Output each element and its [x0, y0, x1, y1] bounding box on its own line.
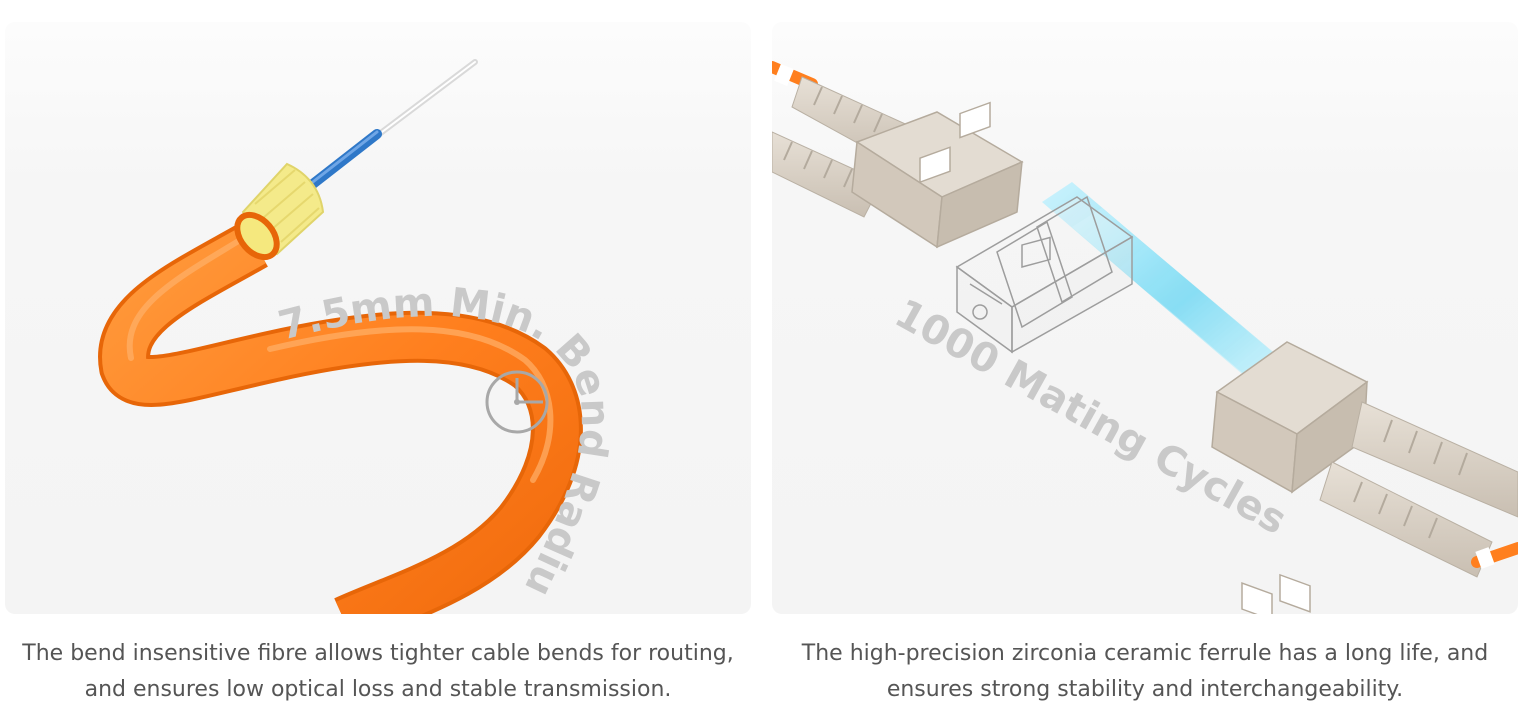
mating-cycles-image: 1000 Mating Cycles [772, 22, 1518, 614]
caption-line: and ensures low optical loss and stable … [84, 677, 672, 702]
bend-insensitive-cable-illustration: 7.5mm Min. Bend Radius [5, 22, 618, 614]
caption-line: The high-precision zirconia ceramic ferr… [801, 641, 1489, 666]
light-beams [1042, 182, 1297, 394]
bend-insensitive-caption: The bend insensitive fibre allows tighte… [5, 636, 751, 708]
transparent-adapter [955, 195, 1134, 354]
right-sc-connector [1211, 341, 1369, 614]
bend-radius-gauge-icon [485, 370, 549, 434]
right-cables [1319, 401, 1518, 578]
left-sc-connector [851, 101, 1024, 249]
sc-duplex-connector-illustration: 1000 Mating Cycles [772, 61, 1518, 614]
caption-line: The bend insensitive fibre allows tighte… [22, 641, 734, 666]
caption-line: ensures strong stability and interchange… [886, 677, 1404, 702]
zirconia-ferrule-caption: The high-precision zirconia ceramic ferr… [772, 636, 1518, 708]
bend-radius-image: 7.5mm Min. Bend Radius [5, 22, 751, 614]
